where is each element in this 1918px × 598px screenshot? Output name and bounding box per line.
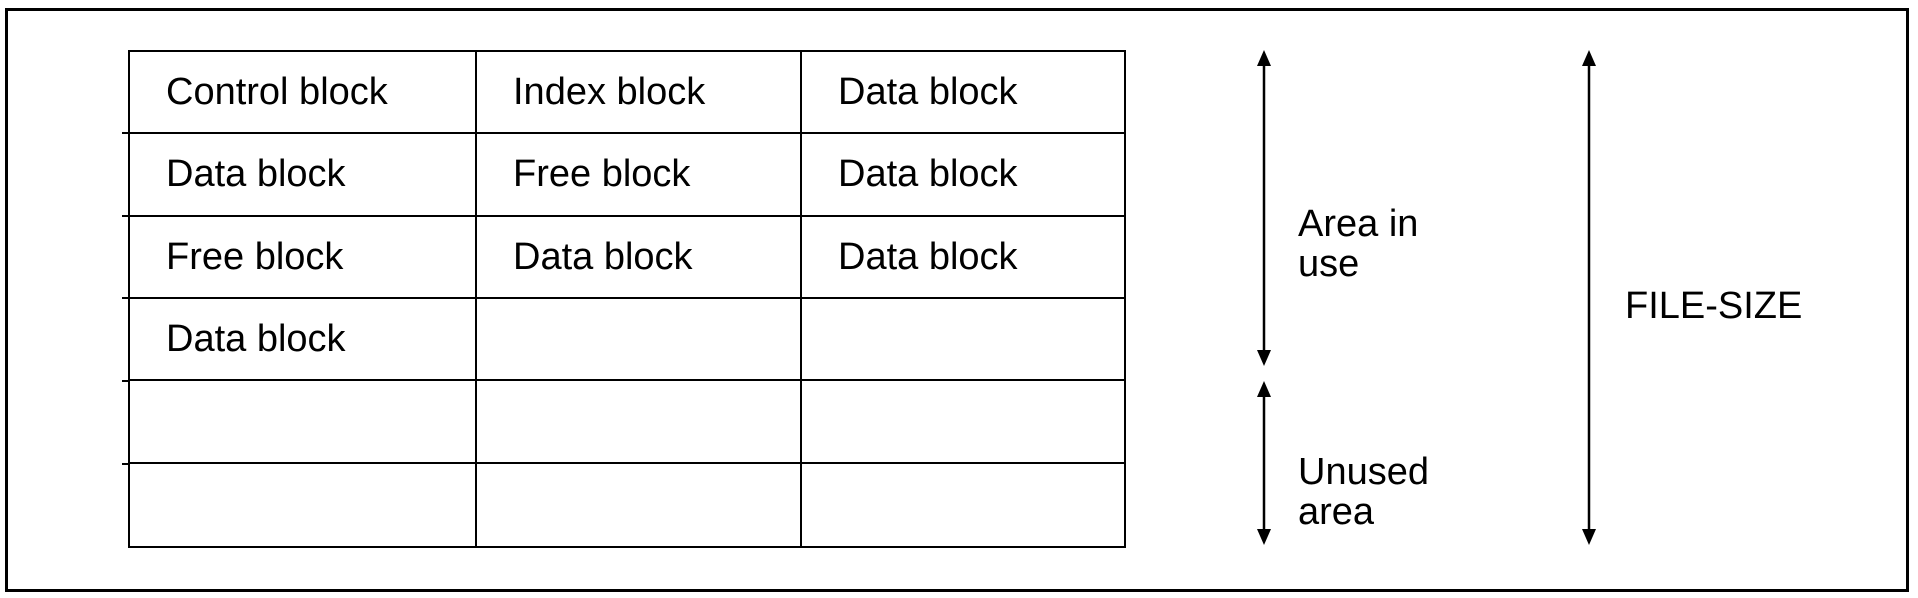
table-cell: Free block [130, 216, 477, 299]
table-cell: Data block [130, 134, 477, 217]
table-cell: Data block [130, 299, 477, 382]
file-size-arrow [1582, 50, 1596, 545]
table-cell: Index block [477, 52, 802, 135]
table-cell: Free block [477, 134, 802, 217]
table-cell [802, 464, 1124, 546]
table-cell [802, 381, 1124, 464]
table-cell: Data block [802, 52, 1124, 135]
table-cell: Data block [477, 216, 802, 299]
area-in-use-label: Area in use [1298, 203, 1419, 285]
row-tick [122, 380, 130, 382]
diagram-frame [5, 8, 1909, 592]
row-tick [122, 132, 130, 134]
table-cell [130, 463, 477, 546]
table-cell [477, 299, 802, 382]
table-cell: Data block [802, 134, 1124, 217]
row-tick [122, 463, 130, 465]
unused-area-label: Unused area [1298, 451, 1429, 533]
row-tick [122, 215, 130, 217]
table-cell [477, 463, 802, 546]
table-cell [130, 381, 477, 464]
file-size-label: FILE-SIZE [1625, 285, 1803, 327]
table-cell [477, 381, 802, 464]
table-cell: Control block [130, 52, 477, 135]
area-in-use-arrow [1257, 50, 1271, 366]
table-cell: Data block [802, 217, 1124, 299]
row-tick [122, 297, 130, 299]
table-cell [802, 299, 1124, 382]
unused-area-arrow [1257, 381, 1271, 545]
